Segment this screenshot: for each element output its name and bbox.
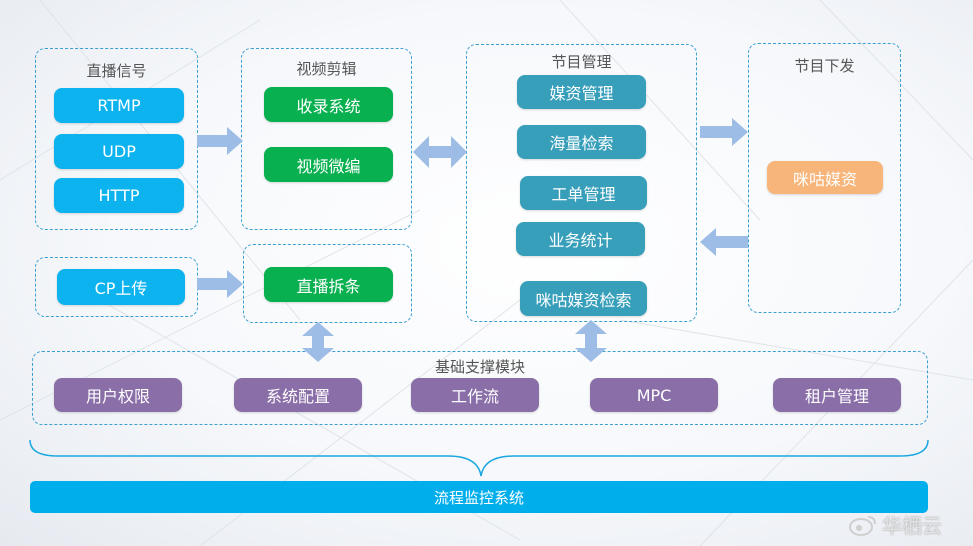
video-edit-group [241, 48, 412, 230]
recording-system-box[interactable]: 收录系统 [264, 87, 393, 122]
system-config-box[interactable]: 系统配置 [234, 378, 362, 412]
arrow-signal-to-edit [197, 127, 243, 155]
program-distribution-title: 节目下发 [794, 57, 855, 75]
arrow-cp-to-split [197, 270, 243, 298]
live-split-box[interactable]: 直播拆条 [264, 267, 393, 302]
video-micro-edit-box[interactable]: 视频微编 [264, 147, 393, 182]
work-order-mgmt-box[interactable]: 工单管理 [520, 176, 647, 210]
udp-box[interactable]: UDP [54, 134, 184, 169]
base-support-group [32, 351, 928, 425]
user-permission-box[interactable]: 用户权限 [54, 378, 182, 412]
live-signal-title: 直播信号 [86, 62, 147, 80]
mpc-box[interactable]: MPC [590, 378, 718, 412]
arrow-split-base-bidirectional [302, 322, 334, 362]
massive-search-box[interactable]: 海量检索 [517, 125, 646, 159]
live-split-group [243, 244, 412, 323]
business-stats-box[interactable]: 业务统计 [516, 222, 645, 256]
media-asset-mgmt-box[interactable]: 媒资管理 [517, 75, 646, 109]
migu-asset-search-box[interactable]: 咪咕媒资检索 [520, 281, 647, 316]
arrow-program-base-bidirectional [575, 320, 607, 362]
cp-upload-box[interactable]: CP上传 [57, 269, 185, 305]
arrow-edit-program-bidirectional [413, 136, 467, 168]
arrow-program-to-distribution [700, 118, 748, 146]
brace [29, 439, 929, 477]
arrow-distribution-to-program [700, 228, 748, 256]
watermark-text: 华栖云 [882, 514, 942, 538]
weibo-icon [849, 515, 876, 536]
http-box[interactable]: HTTP [54, 178, 184, 213]
workflow-box[interactable]: 工作流 [411, 378, 539, 412]
video-edit-title: 视频剪辑 [296, 60, 357, 78]
tenant-mgmt-box[interactable]: 租户管理 [773, 378, 901, 412]
program-management-title: 节目管理 [551, 53, 612, 71]
migu-asset-box[interactable]: 咪咕媒资 [767, 161, 883, 194]
base-support-title: 基础支撑模块 [434, 358, 525, 376]
program-distribution-group [748, 43, 901, 313]
watermark: 华栖云 [848, 510, 942, 539]
rtmp-box[interactable]: RTMP [54, 88, 184, 123]
process-monitoring-bar[interactable]: 流程监控系统 [30, 481, 928, 513]
program-management-group [466, 44, 697, 322]
